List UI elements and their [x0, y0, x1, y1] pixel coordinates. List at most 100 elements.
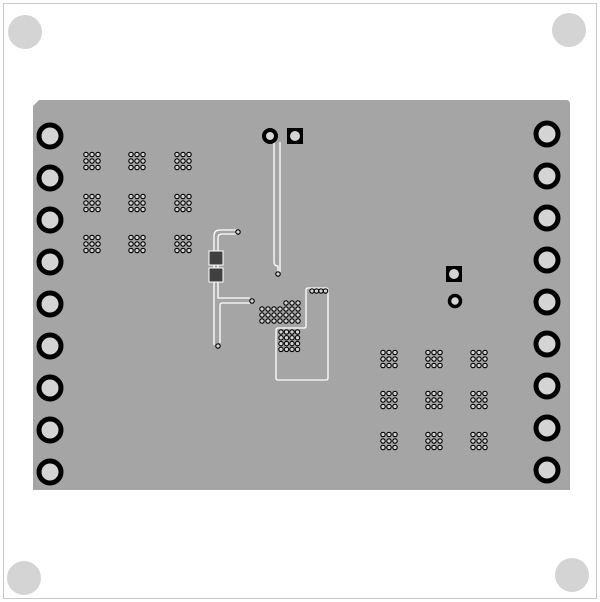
edge-connector-pad-right [533, 372, 561, 400]
trace [217, 233, 250, 299]
via [322, 288, 329, 294]
via [283, 306, 289, 312]
via [392, 431, 398, 438]
via [95, 206, 101, 213]
via [309, 288, 315, 294]
via [186, 241, 192, 247]
via [289, 318, 295, 324]
edge-connector-pad-left [36, 458, 64, 486]
via [437, 403, 443, 410]
mounting-hole [555, 558, 589, 592]
via [83, 164, 89, 171]
via [295, 300, 301, 306]
via [186, 151, 192, 158]
via [380, 403, 386, 410]
via [83, 206, 89, 213]
via [476, 356, 482, 362]
via [437, 444, 443, 451]
via [140, 158, 146, 164]
via [134, 200, 140, 206]
via [392, 390, 398, 397]
via [380, 362, 386, 369]
via [134, 164, 140, 171]
via [83, 234, 89, 241]
via [289, 300, 295, 306]
via [186, 234, 192, 241]
via [140, 234, 146, 241]
via [134, 151, 140, 158]
via [392, 362, 398, 369]
via [89, 151, 95, 158]
via [437, 349, 443, 356]
edge-connector-pad-right [533, 120, 561, 148]
via [470, 397, 476, 403]
via [425, 397, 431, 403]
via [174, 247, 180, 254]
via [380, 356, 386, 362]
via [476, 438, 482, 444]
via [180, 151, 186, 158]
through-hole-pad-round [262, 128, 278, 144]
via [392, 438, 398, 444]
via [380, 397, 386, 403]
via [180, 241, 186, 247]
via [83, 151, 89, 158]
via [386, 362, 392, 369]
via [278, 340, 284, 347]
via [265, 306, 271, 312]
via [186, 247, 192, 254]
trace [213, 229, 236, 345]
edge-connector-pad-left [36, 332, 64, 360]
via [265, 312, 271, 318]
via [431, 356, 437, 362]
via [289, 346, 295, 353]
via [482, 438, 488, 444]
via [482, 390, 488, 397]
via [128, 151, 134, 158]
via [431, 444, 437, 451]
via [277, 318, 283, 324]
via [392, 397, 398, 403]
via [386, 397, 392, 403]
edge-connector-pad-right [533, 456, 561, 484]
via [283, 329, 290, 335]
via [313, 288, 320, 294]
via [259, 312, 265, 318]
trace [273, 140, 279, 272]
edge-connector-pad-right [533, 204, 561, 232]
via [134, 193, 140, 200]
via [95, 164, 101, 171]
via [134, 241, 140, 247]
via [392, 349, 398, 356]
via [235, 229, 241, 235]
through-hole-pad-hole [449, 269, 459, 279]
via [295, 312, 301, 318]
via [437, 390, 443, 397]
smd-pad [208, 267, 224, 283]
via [476, 390, 482, 397]
via [476, 362, 482, 369]
via [89, 234, 95, 241]
via [294, 340, 301, 347]
via [431, 431, 437, 438]
via [470, 356, 476, 362]
via [265, 318, 271, 324]
via [89, 158, 95, 164]
via [425, 431, 431, 438]
via [128, 164, 134, 171]
via [283, 340, 290, 347]
via [186, 200, 192, 206]
via [83, 193, 89, 200]
via [134, 247, 140, 254]
via [289, 340, 295, 347]
via [186, 206, 192, 213]
via [295, 318, 301, 324]
via [470, 403, 476, 410]
via [431, 362, 437, 369]
via [128, 158, 134, 164]
trace [219, 302, 250, 343]
via [283, 346, 290, 353]
via [431, 349, 437, 356]
via [95, 247, 101, 254]
